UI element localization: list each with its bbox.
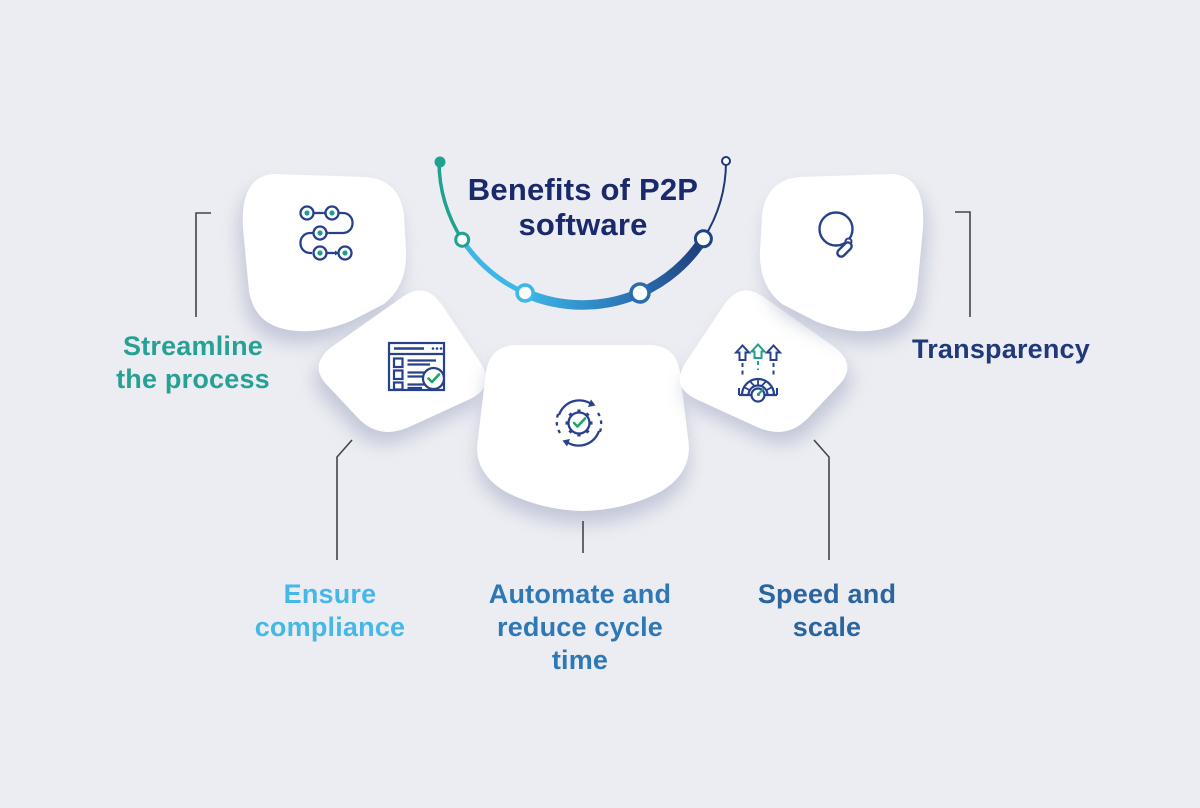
label-line: Automate and <box>488 579 672 609</box>
label-line: scale <box>792 611 862 642</box>
arc-start-dot <box>434 156 446 168</box>
title-line-1: Benefits of P2P <box>467 172 699 207</box>
connector-compliance <box>336 439 353 560</box>
label-line: Ensure <box>283 579 377 609</box>
label-line: reduce cycle <box>496 611 664 642</box>
magnifier-icon <box>818 211 854 258</box>
label-line: the process <box>116 363 270 394</box>
label-streamline-the-process: Streamline the process <box>116 330 270 396</box>
label-speed-and-scale: Speed and scale <box>758 578 896 644</box>
process-flow-icon <box>299 205 354 261</box>
arc-node-3 <box>629 282 651 304</box>
connector-lines <box>195 211 971 560</box>
connector-transparency <box>955 211 971 317</box>
page-title: Benefits of P2P software <box>413 172 753 242</box>
speedometer-growth-icon <box>733 343 783 403</box>
title-line-2: software <box>518 207 648 243</box>
label-line: compliance <box>254 611 406 642</box>
arc-node-2 <box>515 283 535 303</box>
gear-sync-icon <box>555 399 603 447</box>
label-line: Speed and <box>757 579 897 609</box>
label-line: Transparency <box>912 334 1090 364</box>
connector-streamline <box>195 212 211 317</box>
arc-node-1 <box>454 231 471 248</box>
label-line: Streamline <box>122 331 264 361</box>
checklist-icon <box>387 341 446 392</box>
label-transparency: Transparency <box>912 333 1090 366</box>
connector-speed <box>813 439 830 560</box>
label-line: time <box>551 644 609 675</box>
progress-arc <box>434 156 731 310</box>
label-ensure-compliance: Ensure compliance <box>255 578 406 644</box>
arc-node-4 <box>693 229 713 249</box>
card-speed <box>679 290 848 432</box>
arc-end-dot <box>721 156 731 166</box>
label-automate-and-reduce-cycle-time: Automate and reduce cycle time <box>489 578 671 677</box>
